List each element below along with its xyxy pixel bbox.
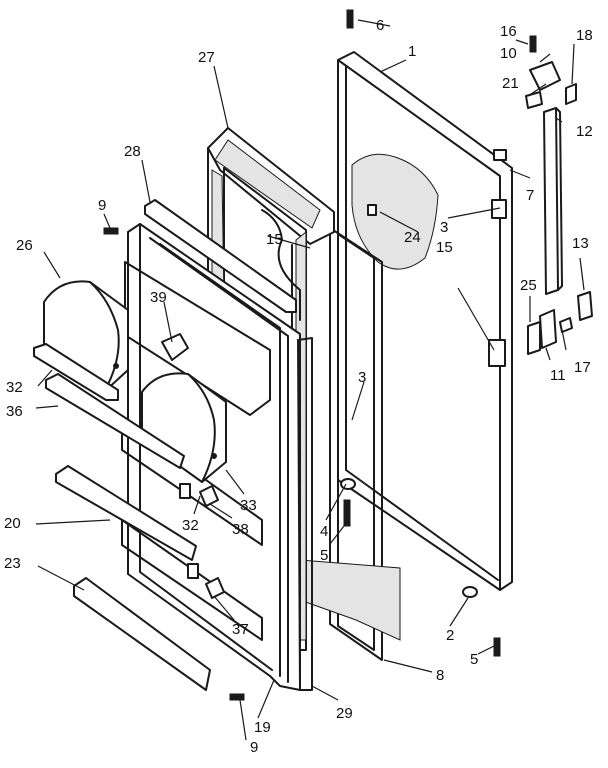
callout-13: 13	[572, 235, 589, 252]
door-handle	[543, 107, 563, 295]
callout-6: 6	[376, 17, 384, 34]
callout-33: 33	[240, 497, 257, 514]
callout-24: 24	[404, 229, 421, 246]
callout-28: 28	[124, 143, 141, 160]
top-trim-strip	[144, 199, 297, 313]
callout-5b: 5	[470, 651, 478, 668]
callout-39: 39	[150, 289, 167, 306]
screws	[103, 9, 501, 701]
callout-23: 23	[4, 555, 21, 572]
callout-15b: 15	[436, 239, 453, 256]
callout-32: 32	[6, 379, 23, 396]
shelf-clip-38	[199, 485, 219, 507]
hinge-block-11	[539, 309, 557, 349]
callout-18: 18	[576, 27, 593, 44]
hinge-pin-17	[559, 317, 573, 333]
callout-29: 29	[336, 705, 353, 722]
hinge-screw-16	[529, 35, 537, 53]
hinge-shim-18	[565, 83, 577, 105]
callout-8: 8	[436, 667, 444, 684]
leader-lines	[35, 19, 585, 741]
callout-1: 1	[408, 43, 416, 60]
callout-4: 4	[320, 523, 328, 540]
callout-19: 19	[254, 719, 271, 736]
callout-27: 27	[198, 49, 215, 66]
liner-seal-strip	[297, 337, 313, 691]
callout-9b: 9	[250, 739, 258, 756]
callout-5: 5	[320, 547, 328, 564]
callout-3b: 3	[358, 369, 366, 386]
callout-21: 21	[502, 75, 519, 92]
hinge-cap	[161, 333, 189, 361]
door-shelf-20	[55, 465, 197, 561]
hinge-washer-21	[525, 91, 543, 109]
callout-38: 38	[232, 521, 249, 538]
callout-11: 11	[550, 367, 566, 384]
dairy-door-lower	[141, 372, 227, 483]
shelf-trim-upper	[33, 343, 119, 401]
callout-36: 36	[6, 403, 23, 420]
callout-7: 7	[526, 187, 534, 204]
handle-trim-13	[577, 291, 593, 321]
callout-10: 10	[500, 45, 517, 62]
callout-25: 25	[520, 277, 537, 294]
callout-16: 16	[500, 23, 517, 40]
callout-15: 15	[266, 231, 283, 248]
shelf-clip-37	[205, 577, 225, 599]
callout-9: 9	[98, 197, 106, 214]
callout-3: 3	[440, 219, 448, 236]
top-hinge-10	[529, 61, 561, 91]
callout-26: 26	[16, 237, 33, 254]
callout-32b: 32	[182, 517, 199, 534]
callout-20: 20	[4, 515, 21, 532]
callout-12: 12	[576, 123, 593, 140]
door-shelf-36	[45, 373, 185, 469]
outer-door-panel	[337, 51, 513, 591]
door-gasket	[299, 227, 401, 661]
callout-37: 37	[232, 621, 249, 638]
bottom-hinge-25	[527, 321, 541, 355]
callout-2: 2	[446, 627, 454, 644]
door-shelf-23	[73, 577, 211, 691]
callout-labels: 1 2 3 3 4 5 5 6 7 8 9 9 10 11 12 13 15 1…	[4, 17, 593, 756]
callout-17: 17	[574, 359, 591, 376]
